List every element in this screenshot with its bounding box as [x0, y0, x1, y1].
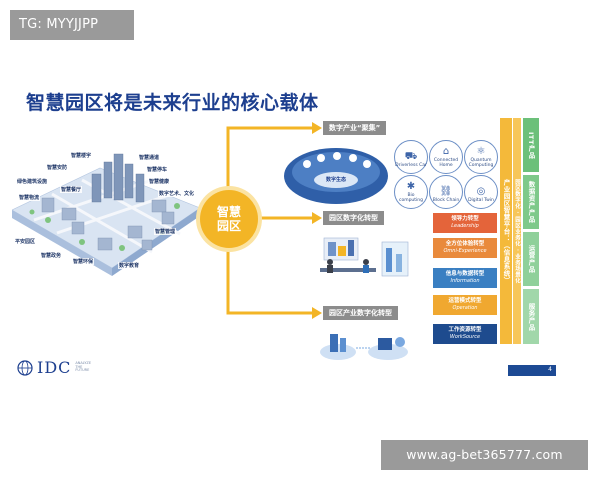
- logo-text: IDC: [37, 358, 72, 377]
- meeting-drawing: [320, 237, 409, 277]
- branch-label: 园区产业数字化转型: [323, 306, 398, 320]
- smart-city-illustration: 智慧楼宇 智慧通道 智慧安防 智慧停车 绿色建筑设施 智慧餐厅 智慧健康 数字艺…: [11, 150, 201, 282]
- bar-en: Operation: [452, 304, 478, 311]
- product-strip: ITT产品: [523, 118, 539, 172]
- product-strip: 运营产品: [523, 232, 539, 286]
- ring-node-glyph: ✱: [406, 181, 416, 193]
- ring-drawing: [284, 148, 388, 204]
- branch-arrows: [226, 122, 322, 319]
- globe-icon: [17, 359, 33, 376]
- city-label: 智慧停车: [146, 166, 169, 173]
- ring-node-glyph: ⌂: [442, 146, 450, 158]
- city-label: 智慧环保: [72, 258, 95, 265]
- product-strip: 服务产品: [523, 289, 539, 344]
- footer-bar: 4: [508, 365, 556, 376]
- car-icon: ⛟ Driverless Car: [394, 140, 428, 174]
- bar-cn: 领导力转型: [451, 216, 479, 222]
- transformation-bar: 领导力转型 Leadership: [433, 213, 497, 233]
- dna-icon: ✱ Bio computing: [394, 175, 428, 209]
- transformation-bar: 运营模式转型 Operation: [433, 295, 497, 315]
- ring-node-label: Digital Twin: [468, 198, 494, 204]
- city-label: 智慧政务: [40, 252, 63, 259]
- twin-icon: ◎ Digital Twin: [464, 175, 498, 209]
- bar-en: Information: [450, 277, 480, 284]
- branch-label: 数字产业“聚集”: [323, 121, 387, 135]
- ring-node-glyph: ⛟: [404, 151, 418, 163]
- hub-line: 园区: [216, 219, 241, 233]
- city-label: 绿色建筑设施: [16, 178, 49, 185]
- city-label: 智慧餐厅: [60, 186, 83, 193]
- city-label: 平安园区: [14, 238, 37, 245]
- transformation-bar: 全方位体验转型 Omni-Experience: [433, 238, 497, 258]
- branch-label: 园区数字化转型: [323, 211, 384, 225]
- bar-cn: 工作资源转型: [448, 327, 482, 333]
- bar-en: Omni-Experience: [443, 247, 487, 254]
- ring-node-glyph: ⛓: [439, 186, 453, 198]
- city-label: 智慧管理: [154, 228, 177, 235]
- page-number: 4: [548, 366, 552, 373]
- hub-circle: 智慧园区: [200, 190, 258, 248]
- ring-node-glyph: ⚛: [476, 146, 486, 158]
- ring-node-label: Quantum Computing: [468, 158, 494, 169]
- watermark-badge: www.ag-bet365777.com: [381, 440, 588, 470]
- city-label: 数字教育: [118, 262, 141, 269]
- bar-cn: 信息与数据转型: [445, 271, 485, 277]
- city-label: 智慧健康: [148, 178, 171, 185]
- tag-badge: TG: MYYJJPP: [10, 10, 134, 40]
- platform-strip: 园区数字化 · 园区业务化 · 业务场景化: [513, 118, 521, 344]
- product-strip: 数据资产产品: [523, 175, 539, 229]
- ring-node-label: Block Chain: [432, 198, 460, 204]
- network-illustration: [318, 328, 414, 364]
- platform-strip: 产业园区智慧平台：（信息系统）: [500, 118, 512, 344]
- bar-cn: 全方位体验转型: [445, 241, 485, 247]
- ring-node-label: Connected Home: [433, 158, 459, 169]
- logo-tagline: ANALYZE THE FUTURE: [75, 360, 92, 373]
- ring-center-label: 数字生态: [325, 177, 346, 183]
- slide: 智慧园区将是未来行业的核心载体: [0, 60, 600, 400]
- bar-en: WorkSource: [449, 333, 481, 340]
- bar-cn: 运营模式转型: [448, 298, 482, 304]
- city-label: 智慧物流: [18, 194, 41, 201]
- hub-line: 智慧: [216, 204, 241, 219]
- ring-node-label: Bio computing: [398, 193, 424, 204]
- transformation-bar: 信息与数据转型 Information: [433, 268, 497, 288]
- home-icon: ⌂ Connected Home: [429, 140, 463, 174]
- ring-node-glyph: ◎: [476, 186, 486, 198]
- ring-node-label: Driverless Car: [395, 163, 427, 169]
- transformation-bar: 工作资源转型 WorkSource: [433, 324, 497, 344]
- meeting-illustration: [316, 232, 416, 284]
- city-label: 智慧安防: [46, 164, 69, 171]
- digital-ecosystem-ring: 数字生态: [281, 140, 391, 208]
- city-label: 数字艺术、文化: [158, 190, 196, 197]
- slide-title: 智慧园区将是未来行业的核心载体: [26, 92, 319, 114]
- city-label: 智慧通道: [138, 154, 161, 161]
- atom-icon: ⚛ Quantum Computing: [464, 140, 498, 174]
- city-label: 智慧楼宇: [70, 152, 93, 159]
- idc-logo: IDC ANALYZE THE FUTURE: [16, 358, 95, 377]
- bar-en: Leadership: [451, 222, 479, 229]
- chain-icon: ⛓ Block Chain: [429, 175, 463, 209]
- network-drawing: [320, 334, 408, 360]
